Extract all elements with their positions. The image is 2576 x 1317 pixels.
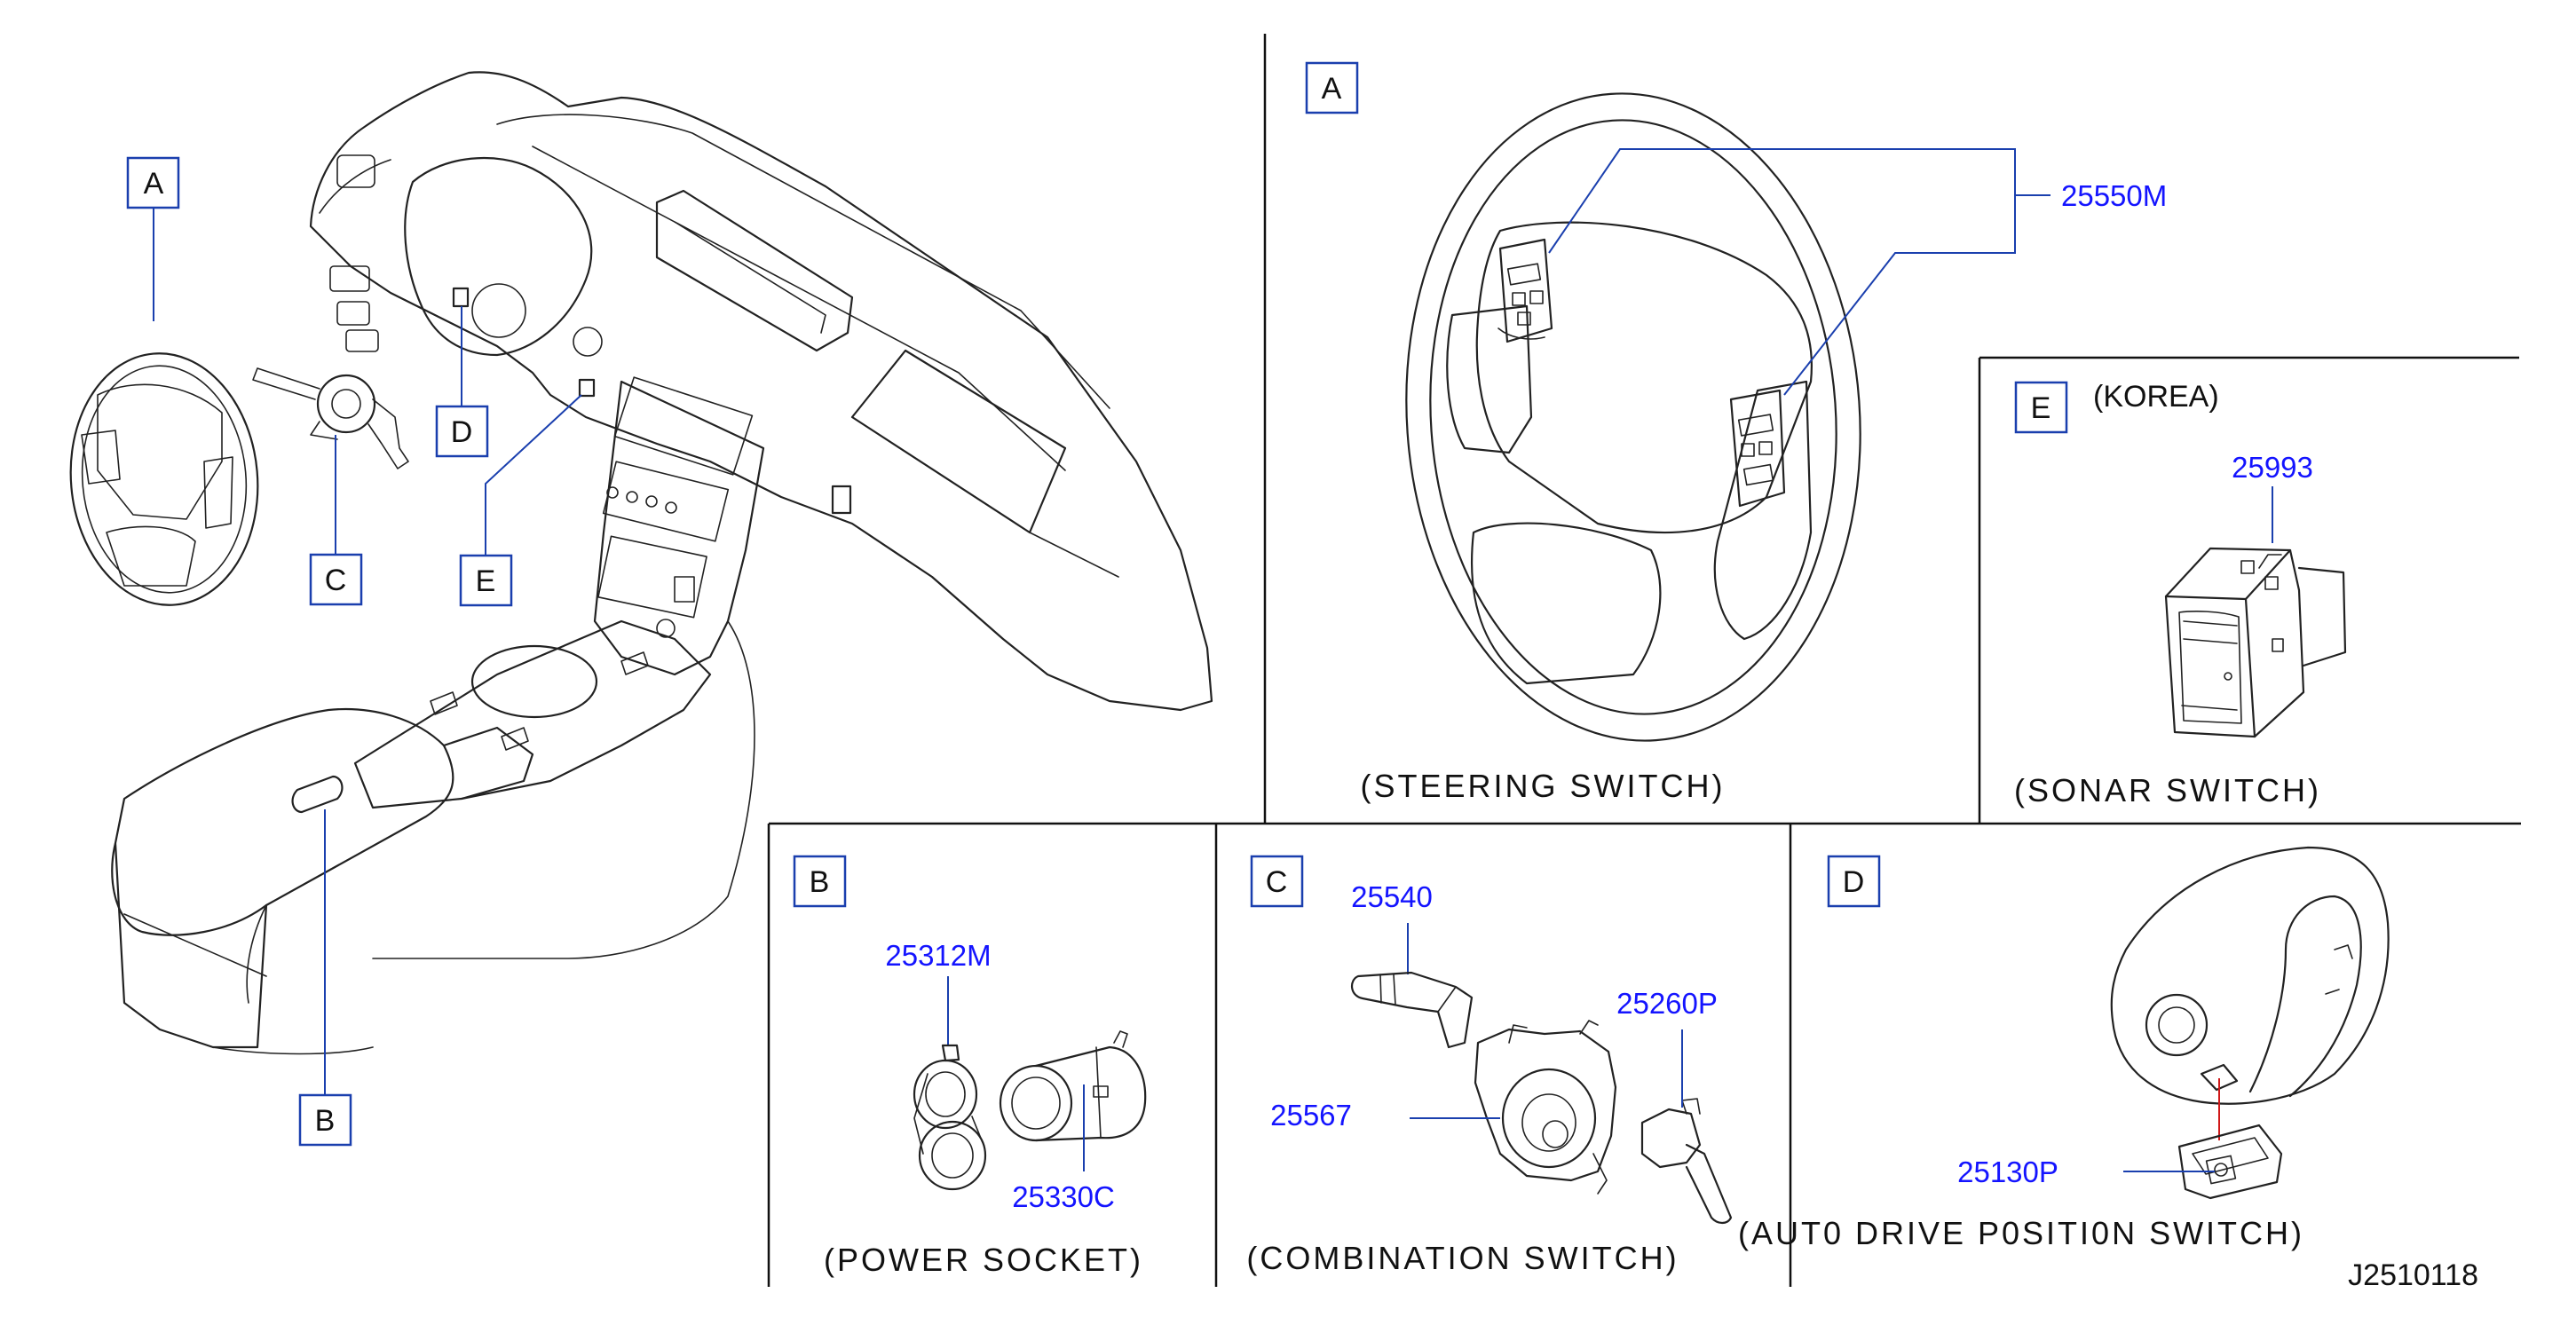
part-25330c: 25330C <box>1012 1180 1115 1213</box>
callout-socket-b: B <box>810 865 830 899</box>
dashboard-overview <box>69 71 1213 1055</box>
socket-cap-part <box>913 1044 987 1191</box>
steering-switch-caption: (STEERING SWITCH) <box>1361 768 1726 804</box>
combination-lever-right <box>1640 1098 1733 1225</box>
combination-switch-body <box>1474 1020 1617 1195</box>
callout-b: B <box>315 1104 336 1138</box>
callout-e: E <box>476 564 496 598</box>
column-cover-part <box>2110 846 2390 1105</box>
power-socket-caption: (POWER SOCKET) <box>824 1242 1143 1278</box>
callout-d: D <box>451 415 473 449</box>
part-25130p: 25130P <box>1957 1155 2058 1188</box>
auto-drive-switch-part <box>2177 1124 2283 1200</box>
callout-c: C <box>325 564 347 597</box>
steering-switch-panel: A <box>1305 61 2167 804</box>
steering-switch-right <box>1729 389 1786 508</box>
part-25260p: 25260P <box>1616 987 1718 1020</box>
power-socket-location <box>291 775 344 814</box>
callout-a: A <box>144 167 164 201</box>
callout-combo-c: C <box>1266 865 1288 899</box>
combination-switch-small <box>252 367 409 469</box>
callout-steering-a: A <box>1322 72 1342 106</box>
armrest <box>111 707 454 936</box>
combination-switch-caption: (COMBINATION SWITCH) <box>1246 1240 1679 1276</box>
combination-lever-left <box>1351 971 1474 1049</box>
part-25312m: 25312M <box>885 939 991 972</box>
auto-drive-switch-caption: (AUT0 DRIVE P0SITI0N SWITCH) <box>1738 1215 2304 1251</box>
sonar-switch-caption: (SONAR SWITCH) <box>2014 772 2321 808</box>
center-stack <box>593 380 765 676</box>
steering-wheel-small <box>69 352 259 606</box>
auto-drive-position-panel: D 25130P (AUT0 DRIVE P0SITI0N SWITCH) <box>1738 846 2390 1251</box>
callout-autodrive-d: D <box>1843 865 1865 899</box>
switch-d-location <box>452 287 470 308</box>
part-25567: 25567 <box>1270 1099 1352 1132</box>
socket-body-part <box>999 1030 1147 1142</box>
overview-callouts: A C D E B <box>126 156 582 1147</box>
part-25993: 25993 <box>2232 451 2313 484</box>
sonar-switch-part <box>2164 547 2347 738</box>
part-25550m: 25550M <box>2061 179 2167 212</box>
combination-switch-panel: C 25540 25260P 25567 (COMBINATION <box>1246 855 1733 1276</box>
part-25540: 25540 <box>1351 880 1433 913</box>
switch-e-location <box>578 378 596 398</box>
sonar-switch-panel: E (KOREA) 25993 (SONAR SWITCH) <box>2014 380 2347 808</box>
gauge-cluster <box>404 156 593 357</box>
callout-sonar-e: E <box>2031 391 2051 425</box>
steering-wheel-large <box>1405 92 1861 742</box>
power-socket-panel: B 25312M 25330C (POWER SOCKET) <box>793 855 1147 1278</box>
steering-switch-left <box>1497 238 1553 343</box>
panel-frame <box>767 34 2521 1287</box>
dashboard-outline <box>309 71 1213 712</box>
figure-code: J2510118 <box>2348 1258 2478 1292</box>
sonar-region-note: (KOREA) <box>2093 380 2219 414</box>
center-console <box>353 619 712 809</box>
